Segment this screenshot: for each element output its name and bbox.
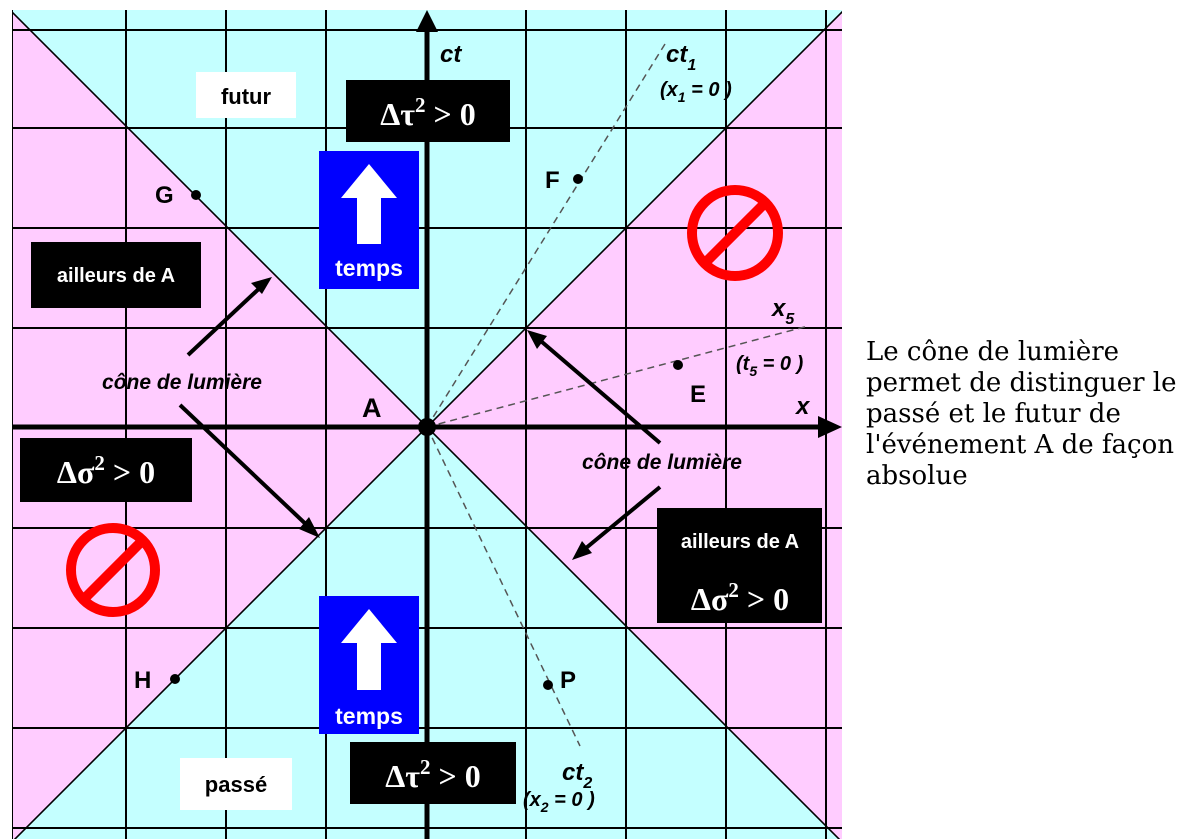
- past-label-box: [180, 758, 292, 810]
- event-p: P: [543, 667, 576, 694]
- svg-text:F: F: [545, 167, 560, 194]
- svg-text:E: E: [690, 381, 706, 408]
- time-axis-label: ct: [440, 41, 462, 68]
- svg-text:G: G: [155, 182, 174, 209]
- time-arrow-box-bottom: temps: [319, 596, 419, 734]
- svg-text:H: H: [134, 667, 151, 694]
- prohibited-icon: [687, 185, 783, 281]
- elsewhere-left-label: ailleurs de A: [57, 265, 175, 287]
- light-cone-pointer-arrows: [178, 282, 662, 555]
- ct1-axis: [426, 43, 666, 428]
- future-label: futur: [221, 84, 272, 109]
- past-label: passé: [205, 772, 267, 797]
- tau-top-box: [346, 80, 510, 142]
- time-arrow-box-top: temps: [319, 151, 419, 289]
- ct1-condition: (x1 = 0 ): [660, 79, 732, 105]
- elsewhere-left-box: [31, 242, 201, 308]
- ct2-axis: [426, 426, 581, 747]
- tau-bottom-box: [350, 742, 516, 804]
- light-cone-label-left: cône de lumière: [102, 371, 262, 394]
- sigma-left-box: [20, 438, 192, 502]
- x5-label: x5: [770, 295, 795, 328]
- tau-bottom-label: Δτ2 > 0: [385, 755, 481, 794]
- origin-label: A: [362, 393, 382, 423]
- tau-top-label: Δτ2 > 0: [380, 93, 476, 132]
- up-arrow-icon: [341, 609, 397, 690]
- up-arrow-icon: [341, 164, 397, 244]
- light-cone-arrowheads: [251, 277, 592, 560]
- spacetime-diagram: A ct x futur passé ailleurs de A ailleur…: [12, 10, 842, 839]
- x5-condition: (t5 = 0 ): [736, 353, 804, 379]
- event-e: E: [673, 360, 706, 408]
- space-axis-label: x: [794, 393, 811, 420]
- space-axis: [12, 416, 842, 438]
- elsewhere-right-label: ailleurs de A: [681, 531, 799, 553]
- future-label-box: [196, 72, 296, 118]
- caption-text: Le cône de lumière permet de distinguer …: [866, 337, 1177, 491]
- frame-lines: [426, 43, 809, 747]
- x5-axis: [426, 325, 809, 428]
- ct1-label: ct1: [666, 41, 696, 74]
- event-a-dot: [418, 418, 436, 436]
- sigma-right-label: Δσ2 > 0: [691, 578, 789, 617]
- event-f: F: [545, 167, 583, 194]
- event-g: G: [155, 182, 201, 209]
- sigma-left-label: Δσ2 > 0: [57, 451, 155, 490]
- ct2-label: ct2: [562, 759, 592, 792]
- time-arrow-label-top: temps: [335, 255, 403, 281]
- ct2-condition: (x2 = 0 ): [523, 789, 595, 815]
- prohibited-icon: [66, 523, 160, 617]
- elsewhere-right-box: [657, 508, 822, 623]
- light-cone-label-right: cône de lumière: [582, 451, 742, 474]
- time-arrow-label-bottom: temps: [335, 703, 403, 729]
- svg-text:P: P: [560, 667, 576, 694]
- event-h: H: [134, 667, 180, 694]
